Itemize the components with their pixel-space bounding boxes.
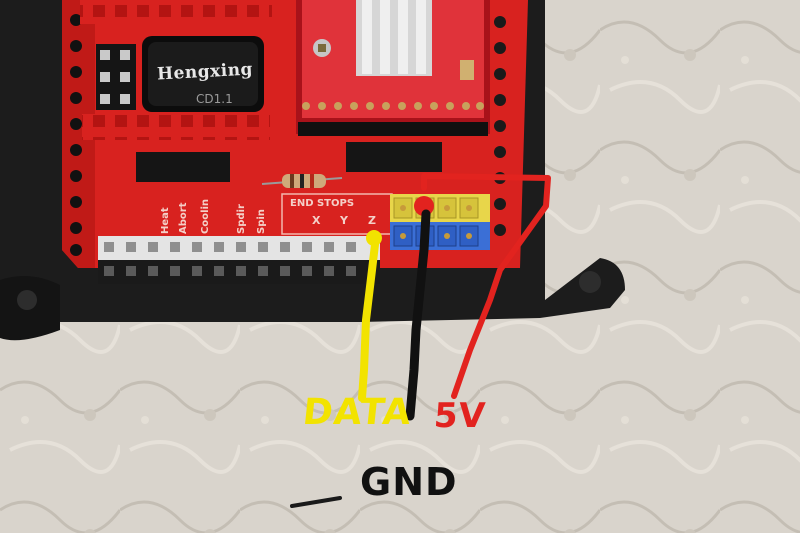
resistor [261,174,343,188]
axis-x-label: X [312,214,321,227]
hengxing-inductor [142,36,264,112]
inductor-model-text: CD1.1 [196,92,233,106]
left-pin-header [70,14,82,256]
data-label: DATA [300,392,414,433]
middle-female-header [82,114,270,140]
gnd-label: GND [360,460,458,504]
black-gnd-wire [405,209,431,421]
silk-spdir: Spdir [236,204,247,234]
bottom-pin-header [98,236,380,284]
yellow-wire-dot [366,230,382,246]
silk-coolin: Coolin [200,198,211,234]
silk-heat: Heat [160,207,171,234]
axis-z-label: Z [368,214,376,227]
stepper-driver-module [296,0,490,136]
top-female-header [80,0,272,24]
right-pin-header [494,16,506,236]
silk-spin: Spin [256,209,267,234]
yellow-data-wire [358,232,380,402]
red-5v-wire [421,173,551,399]
axis-y-label: Y [340,214,348,227]
5v-label: 5V [432,396,488,436]
silk-abort: Abort [178,202,189,234]
small-pin-block [96,44,136,110]
small-pin-row [136,142,442,182]
endstop-pin-header [390,194,490,250]
endstops-title: END STOPS [290,198,355,209]
pen-stroke [290,496,342,508]
